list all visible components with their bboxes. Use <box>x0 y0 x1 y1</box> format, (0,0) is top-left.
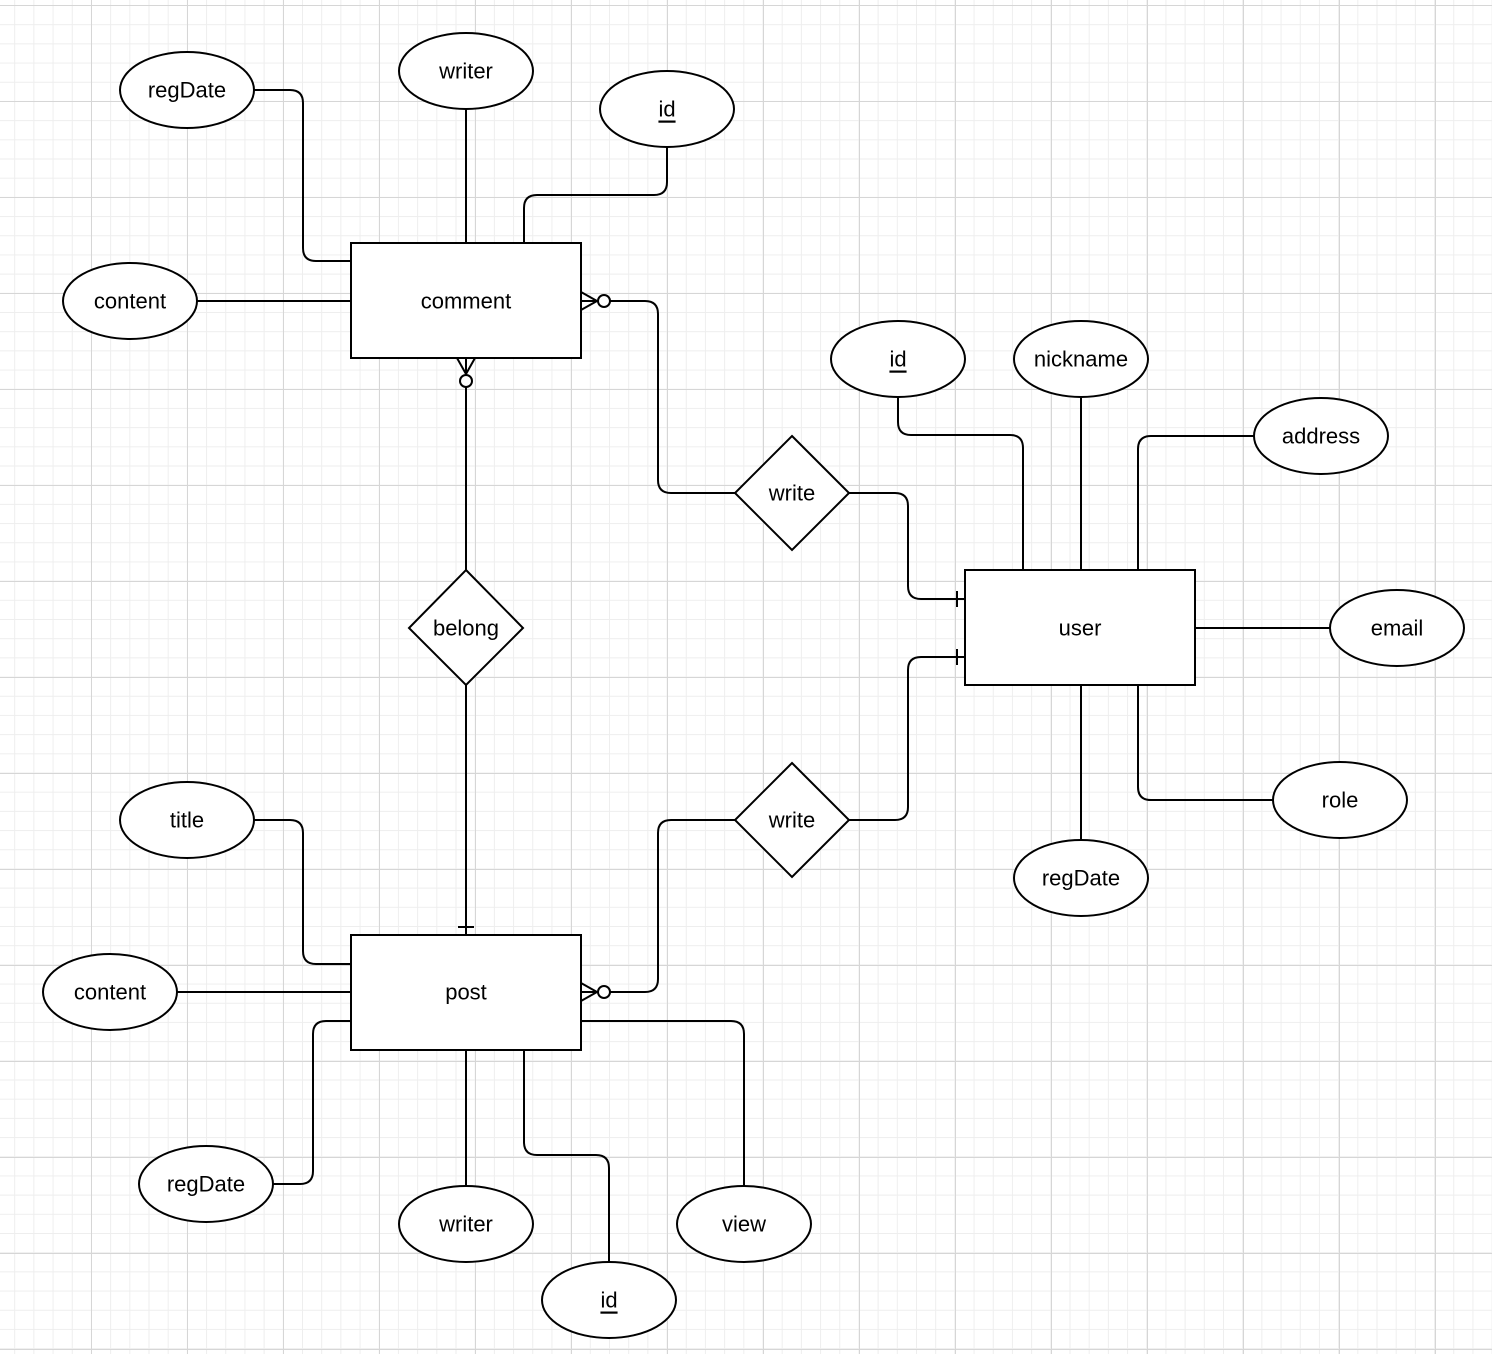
attr-post-writer[interactable]: writer <box>398 1185 534 1263</box>
attr-comment-regdate[interactable]: regDate <box>119 51 255 129</box>
edge-comment-id <box>523 147 668 243</box>
attr-label: writer <box>438 59 493 84</box>
edge-write-user-top <box>849 492 965 600</box>
attr-label: view <box>722 1212 766 1237</box>
attr-label: nickname <box>1034 347 1128 372</box>
attr-user-regdate[interactable]: regDate <box>1013 839 1149 917</box>
edge-post-title <box>253 819 351 965</box>
attr-label: address <box>1282 424 1360 449</box>
attr-label: content <box>74 980 146 1005</box>
attr-label-primary-key: id <box>600 1288 617 1313</box>
attr-comment-id[interactable]: id <box>599 70 735 148</box>
edge-user-role <box>1137 685 1273 801</box>
relationship-write-label: write <box>768 481 815 506</box>
attr-label: writer <box>438 1212 493 1237</box>
crowfoot-zero-many-comment-bottom <box>456 357 476 388</box>
attr-user-nickname[interactable]: nickname <box>1013 320 1149 398</box>
attr-label: regDate <box>167 1172 245 1197</box>
relationship-write-label: write <box>768 808 815 833</box>
relationship-write-post-user[interactable]: write <box>733 761 851 879</box>
attr-label: content <box>94 289 166 314</box>
attr-user-email[interactable]: email <box>1329 589 1465 667</box>
connectors <box>177 89 1330 1262</box>
relationship-write-comment-user[interactable]: write <box>733 434 851 552</box>
edge-post-id <box>523 1050 610 1262</box>
edge-write-user-bottom <box>849 656 965 821</box>
entity-comment[interactable]: comment <box>350 242 582 359</box>
attr-post-regdate[interactable]: regDate <box>138 1145 274 1223</box>
crowfoot-zero-many-post-right <box>580 982 611 1002</box>
attr-user-role[interactable]: role <box>1272 761 1408 839</box>
entity-comment-label: comment <box>421 289 511 314</box>
edge-comment-regdate <box>253 89 351 262</box>
attr-label-primary-key: id <box>658 97 675 122</box>
attr-comment-writer[interactable]: writer <box>398 32 534 110</box>
attr-user-address[interactable]: address <box>1253 397 1389 475</box>
entity-post[interactable]: post <box>350 934 582 1051</box>
entity-post-label: post <box>445 980 487 1005</box>
attr-label-primary-key: id <box>889 347 906 372</box>
edge-comment-write <box>581 300 735 494</box>
cardinality-markers <box>456 291 958 1002</box>
edge-user-address <box>1137 435 1254 570</box>
edge-post-view <box>581 1020 745 1186</box>
attr-user-id[interactable]: id <box>830 320 966 398</box>
relationship-belong[interactable]: belong <box>407 568 525 687</box>
attr-label: title <box>170 808 204 833</box>
relationship-belong-label: belong <box>433 616 499 641</box>
edge-post-write <box>581 819 735 993</box>
entity-user[interactable]: user <box>964 569 1196 686</box>
attr-post-view[interactable]: view <box>676 1185 812 1263</box>
entity-user-label: user <box>1059 616 1102 641</box>
attr-label: email <box>1371 616 1424 641</box>
attr-post-id[interactable]: id <box>541 1261 677 1339</box>
crowfoot-zero-many-comment-right <box>580 291 611 311</box>
attr-label: role <box>1322 788 1359 813</box>
attr-label: regDate <box>148 78 226 103</box>
attr-label: regDate <box>1042 866 1120 891</box>
attr-post-title[interactable]: title <box>119 781 255 859</box>
edge-user-id <box>897 398 1024 570</box>
attr-comment-content[interactable]: content <box>62 262 198 340</box>
edge-post-regdate <box>273 1020 351 1185</box>
attr-post-content[interactable]: content <box>42 953 178 1031</box>
